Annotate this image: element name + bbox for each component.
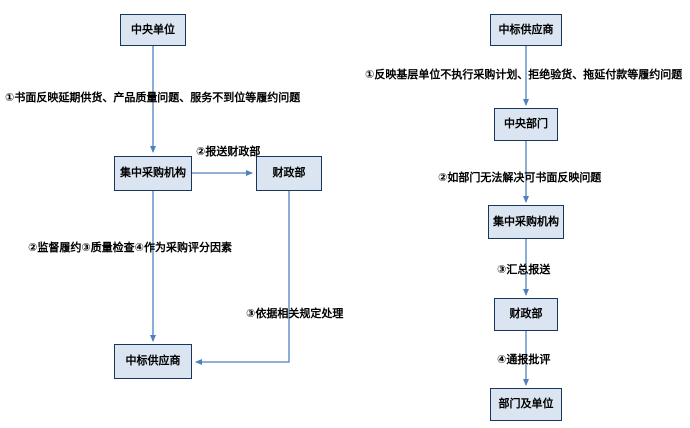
annotation-supervision: ②监督履约③质量检查④作为采购评分因素 <box>28 241 232 254</box>
node-central-department: 中央部门 <box>494 108 558 141</box>
node-procurement-agency-right: 集中采购机构 <box>488 205 564 239</box>
node-departments-units: 部门及单位 <box>490 388 562 421</box>
node-winning-supplier-left: 中标供应商 <box>114 344 192 379</box>
node-finance-ministry-right: 财政部 <box>494 298 558 331</box>
annotation-right-step2: ②如部门无法解决可书面反映问题 <box>438 171 602 184</box>
node-procurement-agency-left: 集中采购机构 <box>114 156 192 191</box>
node-winning-supplier-right: 中标供应商 <box>490 14 562 46</box>
annotation-right-step4: ④通报批评 <box>497 353 551 366</box>
node-central-unit: 中央单位 <box>120 14 186 46</box>
annotation-right-step3: ③汇总报送 <box>497 263 551 276</box>
annotation-report-issues: ①书面反映延期供货、产品质量问题、服务不到位等履约问题 <box>5 91 301 104</box>
arrow-finance-ministry-to-winning-supplier <box>195 191 290 365</box>
annotation-submit-to-mof: ②报送财政部 <box>196 145 261 158</box>
node-finance-ministry-left: 财政部 <box>256 156 322 191</box>
annotation-handle-by-rules: ③依据相关规定处理 <box>246 307 344 320</box>
annotation-right-step1: ①反映基层单位不执行采购计划、拒绝验货、拖延付款等履约问题 <box>365 68 683 81</box>
